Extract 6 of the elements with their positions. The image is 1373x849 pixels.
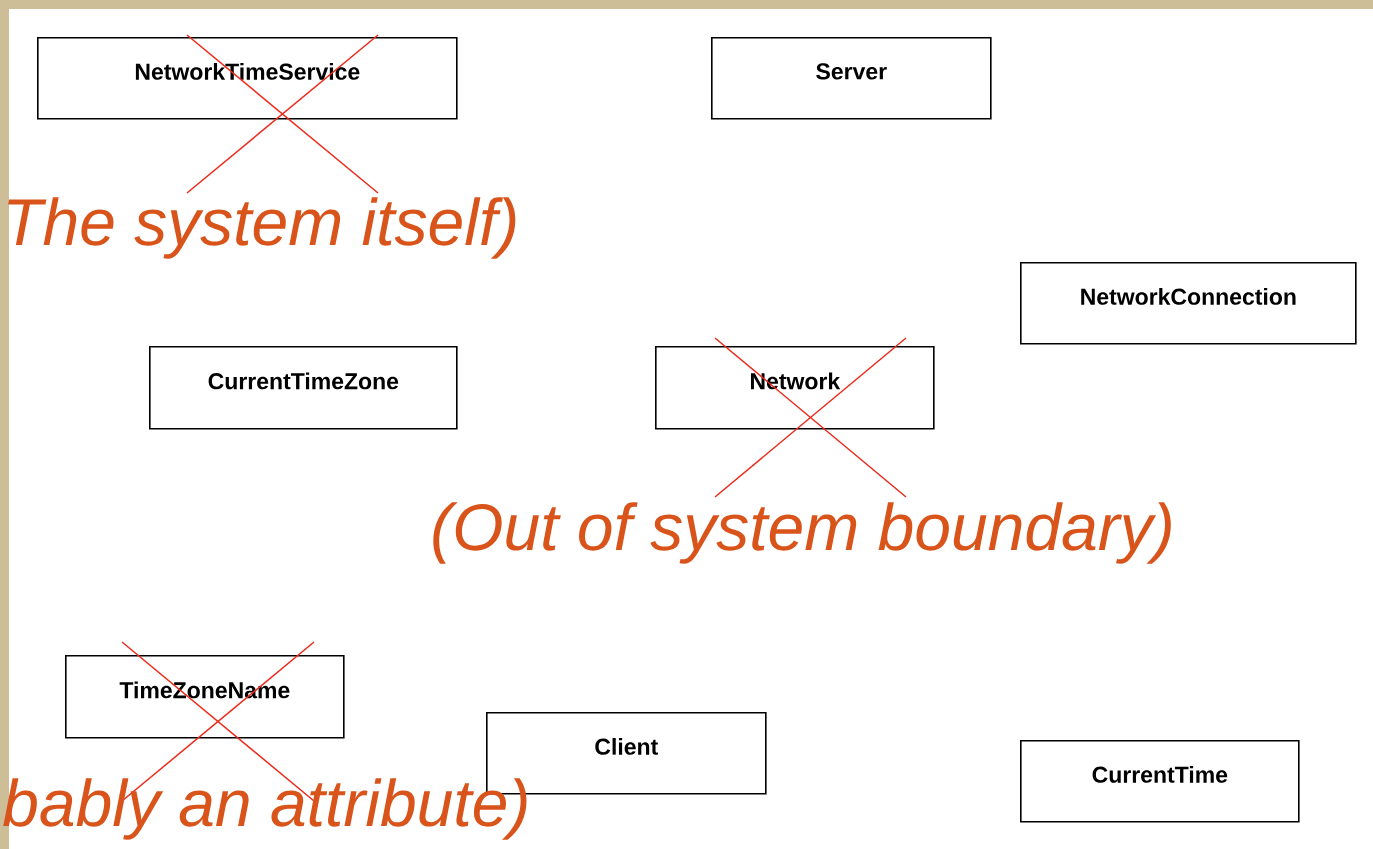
class-box: CurrentTimeZone [149,346,458,430]
class-box: Server [711,37,992,120]
note: (Out of system boundary) [433,502,1171,564]
class-box: CurrentTime [1020,740,1300,823]
note: The system itself) [8,197,516,259]
class-box: NetworkConnection [1020,262,1357,345]
